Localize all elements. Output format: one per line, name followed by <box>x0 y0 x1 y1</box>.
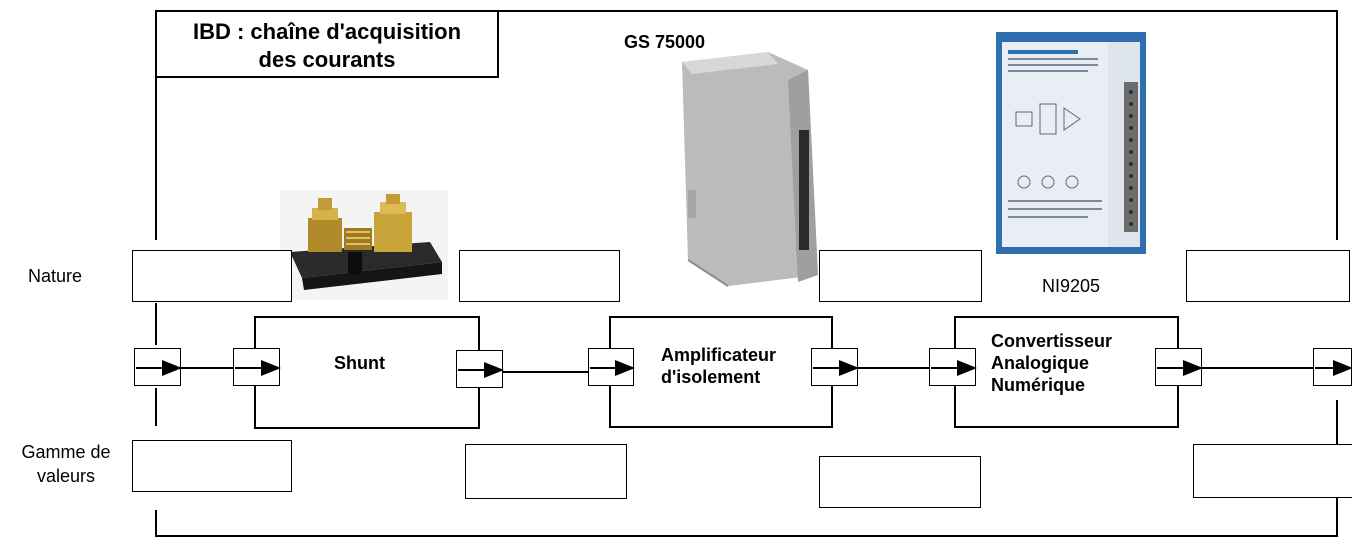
label-gamme: Gamme de valeurs <box>4 440 128 488</box>
shunt-image <box>280 190 448 300</box>
frame-left-line-mid <box>155 303 157 345</box>
gamme-box-2[interactable] <box>465 444 627 499</box>
gamme-box-4[interactable] <box>1193 444 1352 498</box>
gamme-box-3[interactable] <box>819 456 981 508</box>
nature-box-3[interactable] <box>819 250 982 302</box>
amplifier-block-label: Amplificateur d'isolement <box>661 344 776 388</box>
nature-box-4[interactable] <box>1186 250 1350 302</box>
label-gamme-line-1: Gamme de <box>21 442 111 462</box>
gamme-box-1[interactable] <box>132 440 292 492</box>
amplifier-block[interactable] <box>609 316 833 428</box>
nature-box-2[interactable] <box>459 250 620 302</box>
converter-label-line-3: Numérique <box>991 375 1086 395</box>
diagram-title: IBD : chaîne d'acquisition des courants <box>155 10 499 78</box>
frame-left-line-low <box>155 388 157 426</box>
amplifier-image <box>668 50 828 288</box>
converter-label-line-1: Convertisseur <box>991 331 1113 351</box>
nature-box-1[interactable] <box>132 250 292 302</box>
shunt-block-label: Shunt <box>334 353 385 373</box>
converter-block-label: Convertisseur Analogique Numérique <box>991 330 1112 396</box>
shunt-block[interactable] <box>254 316 480 429</box>
daq-module-image <box>988 22 1158 260</box>
frame-left-line <box>155 10 157 240</box>
label-nature: Nature <box>28 266 83 286</box>
amplifier-label-line-2: d'isolement <box>661 367 761 387</box>
frame-right-line <box>1336 10 1338 240</box>
amplifier-label-line-1: Amplificateur <box>661 345 777 365</box>
title-line-2: des courants <box>258 47 396 72</box>
frame-left-line-bottom <box>155 510 157 537</box>
title-line-1: IBD : chaîne d'acquisition <box>192 19 462 44</box>
converter-label-line-2: Analogique <box>991 353 1089 373</box>
amplifier-model-label: GS 75000 <box>624 32 706 52</box>
converter-block[interactable] <box>954 316 1179 428</box>
label-gamme-line-2: valeurs <box>36 466 96 486</box>
frame-bottom-line <box>155 535 1338 537</box>
converter-model-label: NI9205 <box>1042 276 1101 296</box>
frame-top-line <box>155 10 1338 12</box>
